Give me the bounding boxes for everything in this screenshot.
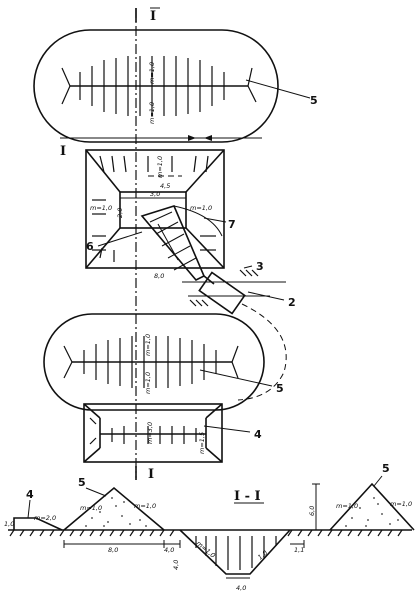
section-title: I - I [234, 489, 261, 504]
svg-text:m=1,0: m=1,0 [336, 502, 358, 510]
callout-line-3 [243, 265, 253, 269]
callout-line-2 [247, 291, 285, 301]
svg-text:m=2,0: m=2,0 [34, 514, 56, 522]
svg-text:6,0: 6,0 [308, 506, 316, 516]
trench-section: 4,0 m=1,0 1,0 4,0 [172, 529, 291, 592]
svg-text:2,0: 2,0 [116, 208, 124, 218]
section-mark-left: I [60, 144, 66, 159]
callout-4: 4 [254, 428, 262, 441]
svg-text:m=3,0: m=3,0 [146, 422, 154, 444]
svg-text:4,0: 4,0 [236, 584, 246, 592]
callout-6: 6 [86, 240, 94, 253]
svg-text:m=1,0: m=1,0 [148, 62, 156, 84]
svg-text:m=1,0: m=1,0 [80, 504, 102, 512]
svg-text:m=1,0: m=1,0 [144, 334, 152, 356]
svg-text:4,5: 4,5 [160, 182, 170, 190]
svg-text:m=1,0: m=1,0 [156, 156, 164, 178]
square-pit: 3,0 4,5 m=1,0 m=1,0 m=1,0 2,0 [85, 149, 225, 269]
bank-left [13, 517, 63, 531]
callout-5-section-right: 5 [382, 462, 390, 475]
svg-text:4,0: 4,0 [164, 546, 174, 554]
svg-text:m=1,0: m=1,0 [144, 372, 152, 394]
svg-text:m=1,0: m=1,0 [90, 204, 112, 212]
spoil-heap-left [63, 486, 165, 531]
callout-2: 2 [288, 296, 296, 309]
travel-path [237, 303, 287, 401]
spoil-dots-right [345, 497, 399, 527]
callout-7: 7 [228, 218, 236, 231]
callout-line-7 [203, 217, 227, 223]
callout-line-5-top [245, 79, 311, 99]
callout-line-4-section [27, 499, 31, 519]
ground-hatch [9, 529, 403, 537]
svg-text:8,0: 8,0 [154, 272, 164, 280]
section-line-horizontal [60, 135, 262, 141]
spoil-dots-left [85, 497, 147, 527]
svg-text:3,0: 3,0 [150, 190, 160, 198]
section-mark-top: I [150, 9, 156, 24]
svg-text:m=1,0: m=1,0 [190, 204, 212, 212]
excavator [182, 271, 286, 315]
callout-3: 3 [256, 260, 264, 273]
callout-4-section: 4 [26, 488, 34, 501]
stockpile-top: m=1,0 m=1,0 [33, 29, 279, 143]
callout-line-4 [203, 425, 251, 433]
svg-text:m=1,5: m=1,5 [198, 432, 206, 454]
conveyor-loader [140, 205, 223, 281]
svg-text:m=1,0: m=1,0 [390, 500, 412, 508]
svg-text:1,1: 1,1 [294, 546, 304, 554]
section-mark-bottom: I [148, 467, 154, 482]
stockpile-lower: m=1,0 m=1,0 [43, 313, 265, 411]
trench-plan: m=3,0 m=1,5 [83, 403, 223, 463]
callout-5-top: 5 [310, 94, 318, 107]
callout-line-5-lower [199, 369, 273, 387]
svg-text:1,0: 1,0 [256, 549, 269, 562]
svg-text:4,0: 4,0 [172, 560, 180, 570]
track-hatch [189, 269, 259, 307]
dimension-lines [63, 540, 305, 548]
callout-line-6 [97, 231, 143, 247]
callout-5-lower: 5 [276, 382, 284, 395]
svg-text:m=1,0: m=1,0 [134, 502, 156, 510]
svg-text:1,0: 1,0 [4, 520, 14, 528]
callout-5-section-left: 5 [78, 476, 86, 489]
svg-text:m=1,0: m=1,0 [148, 102, 156, 124]
spoil-heap-right [329, 482, 415, 531]
svg-text:8,0: 8,0 [108, 546, 118, 554]
